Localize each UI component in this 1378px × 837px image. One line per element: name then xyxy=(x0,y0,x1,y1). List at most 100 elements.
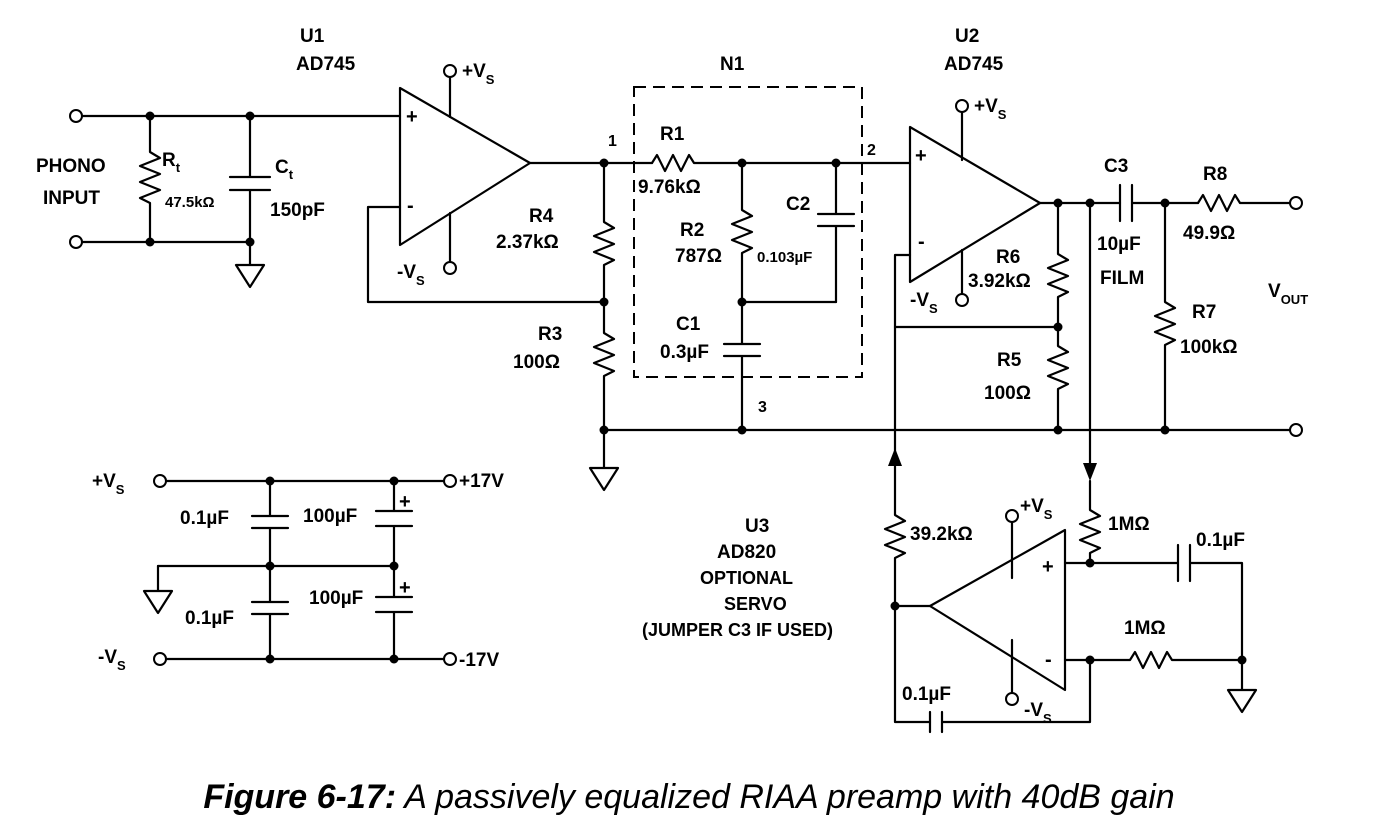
u1-pos-supply-terminal xyxy=(443,64,457,78)
u1-part-label: AD745 xyxy=(296,54,356,75)
rt-value-label: 47.5kΩ xyxy=(165,194,215,211)
c-fb-value-label: 0.1µF xyxy=(902,684,951,705)
r2-resistor xyxy=(730,161,838,304)
u2-inverting-input-wire xyxy=(893,253,1060,329)
c-100u-bottom-plus-sign: + xyxy=(399,577,411,599)
n1-dashed-boundary xyxy=(633,86,863,378)
servo-down-arrow xyxy=(1083,463,1097,481)
c3-value-label: 10µF xyxy=(1097,234,1141,255)
vout-ground-terminal[interactable] xyxy=(1289,423,1303,437)
c1-ref-label: C1 xyxy=(676,314,701,335)
u3-triangle xyxy=(928,528,1067,692)
c-01u-top-supply xyxy=(250,479,290,568)
u3-minus-sign: - xyxy=(1045,649,1052,671)
vout-terminal[interactable] xyxy=(1289,196,1303,210)
r1-ref-label: R1 xyxy=(660,124,685,145)
u3-neg-supply-terminal xyxy=(1005,692,1019,706)
phono-input-terminal-bottom[interactable] xyxy=(69,235,83,249)
u1-minus-sign: - xyxy=(407,195,414,217)
r6-value-label: 3.92kΩ xyxy=(968,271,1031,292)
u2-pos-supply-label: +VS xyxy=(974,96,1007,122)
junction-dot xyxy=(145,111,155,121)
u3-neg-supply-label: -VS xyxy=(1024,700,1052,726)
c2-ref-label: C2 xyxy=(786,194,810,215)
node-2-label: 2 xyxy=(867,142,876,159)
u2-part-label: AD745 xyxy=(944,54,1004,75)
u3-note-line2: SERVO xyxy=(724,594,787,614)
phono-input-terminal-top[interactable] xyxy=(69,109,83,123)
u2-neg-supply-terminal xyxy=(955,293,969,307)
pos-17v-terminal[interactable] xyxy=(443,474,457,488)
c1-value-label: 0.3µF xyxy=(660,342,709,363)
u3-feedback-capacitor xyxy=(928,658,1092,734)
input-stage: PHONO INPUT Rt 47.5kΩ Ct 150pF xyxy=(36,109,402,289)
r-1m-bottom-value-label: 1MΩ xyxy=(1124,618,1166,639)
u1-opamp: + - U1 AD745 +VS -VS xyxy=(296,26,606,304)
c-01u-top-label: 0.1µF xyxy=(180,508,229,529)
r8-value-label: 49.9Ω xyxy=(1183,223,1235,244)
u2-neg-supply-label: -VS xyxy=(910,290,938,316)
c2-value-label: 0.103µF xyxy=(757,249,812,266)
node-1-label: 1 xyxy=(608,133,617,150)
pos-vs-label: +VS xyxy=(92,471,125,497)
figure-title: A passively equalized RIAA preamp with 4… xyxy=(396,778,1175,816)
u3-servo: + - U3 AD820 OPTIONAL SERVO (JUMPER C3 I… xyxy=(642,201,1258,734)
ground-symbol-main xyxy=(588,428,620,492)
u3-pos-supply-terminal xyxy=(1005,509,1019,523)
pos-vs-terminal[interactable] xyxy=(153,474,167,488)
u2-plus-sign: + xyxy=(915,145,927,167)
c-100u-bottom-label: 100µF xyxy=(309,588,363,609)
c1-capacitor xyxy=(722,300,762,432)
ct-ref-label: Ct xyxy=(275,157,294,182)
u3-note-line1: OPTIONAL xyxy=(700,568,793,588)
u2-opamp: + - U2 AD745 +VS -VS xyxy=(893,26,1063,332)
output-stage: R6 3.92kΩ R5 100Ω C3 10µF FILM R8 49.9Ω … xyxy=(968,156,1308,437)
r5-ref-label: R5 xyxy=(997,350,1022,371)
r4-resistor xyxy=(592,161,616,304)
r-39k-resistor xyxy=(883,464,932,724)
junction-dot xyxy=(389,654,399,664)
r2-ref-label: R2 xyxy=(680,220,704,241)
junction-dot xyxy=(737,158,747,168)
junction-dot xyxy=(245,237,255,247)
u2-minus-sign: - xyxy=(918,231,925,253)
r5-resistor xyxy=(1046,325,1070,432)
r7-value-label: 100kΩ xyxy=(1180,337,1238,358)
rt-ref-label: Rt xyxy=(162,150,181,175)
r1-resistor xyxy=(650,153,912,173)
r7-ref-label: R7 xyxy=(1192,302,1216,323)
ground-symbol-supply xyxy=(142,564,174,615)
u1-neg-supply-terminal xyxy=(443,261,457,275)
junction-dot xyxy=(1053,425,1063,435)
c-100u-bottom-supply xyxy=(374,564,414,661)
r-1m-bottom-resistor xyxy=(1063,650,1244,670)
u1-gain-network: R4 2.37kΩ R3 100Ω xyxy=(496,158,1292,492)
r2-value-label: 787Ω xyxy=(675,246,722,267)
junction-dot xyxy=(1160,425,1170,435)
u3-part-label: AD820 xyxy=(717,542,776,563)
junction-dot xyxy=(245,111,255,121)
c-01u-bottom-label: 0.1µF xyxy=(185,608,234,629)
c3-ref-label: C3 xyxy=(1104,156,1128,177)
junction-dot xyxy=(389,476,399,486)
c-100u-top-supply xyxy=(374,479,414,568)
n1-ref-label: N1 xyxy=(720,54,745,75)
servo-up-arrow xyxy=(888,448,902,466)
r6-ref-label: R6 xyxy=(996,247,1020,268)
junction-dot xyxy=(737,297,747,307)
r4-ref-label: R4 xyxy=(529,206,554,227)
c2-capacitor xyxy=(816,161,856,304)
u3-plus-sign: + xyxy=(1042,556,1054,578)
u1-neg-supply-label: -VS xyxy=(397,262,425,288)
r3-value-label: 100Ω xyxy=(513,352,560,373)
neg-vs-terminal[interactable] xyxy=(153,652,167,666)
neg-17v-terminal[interactable] xyxy=(443,652,457,666)
r1-value-label: 9.76kΩ xyxy=(638,177,701,198)
junction-dot xyxy=(599,158,609,168)
junction-dot xyxy=(831,158,841,168)
junction-dot xyxy=(265,561,275,571)
c-100u-top-plus-sign: + xyxy=(399,491,411,513)
u1-pos-supply-label: +VS xyxy=(462,61,495,87)
ground-symbol-input xyxy=(234,240,266,289)
u2-pos-supply-terminal xyxy=(955,99,969,113)
